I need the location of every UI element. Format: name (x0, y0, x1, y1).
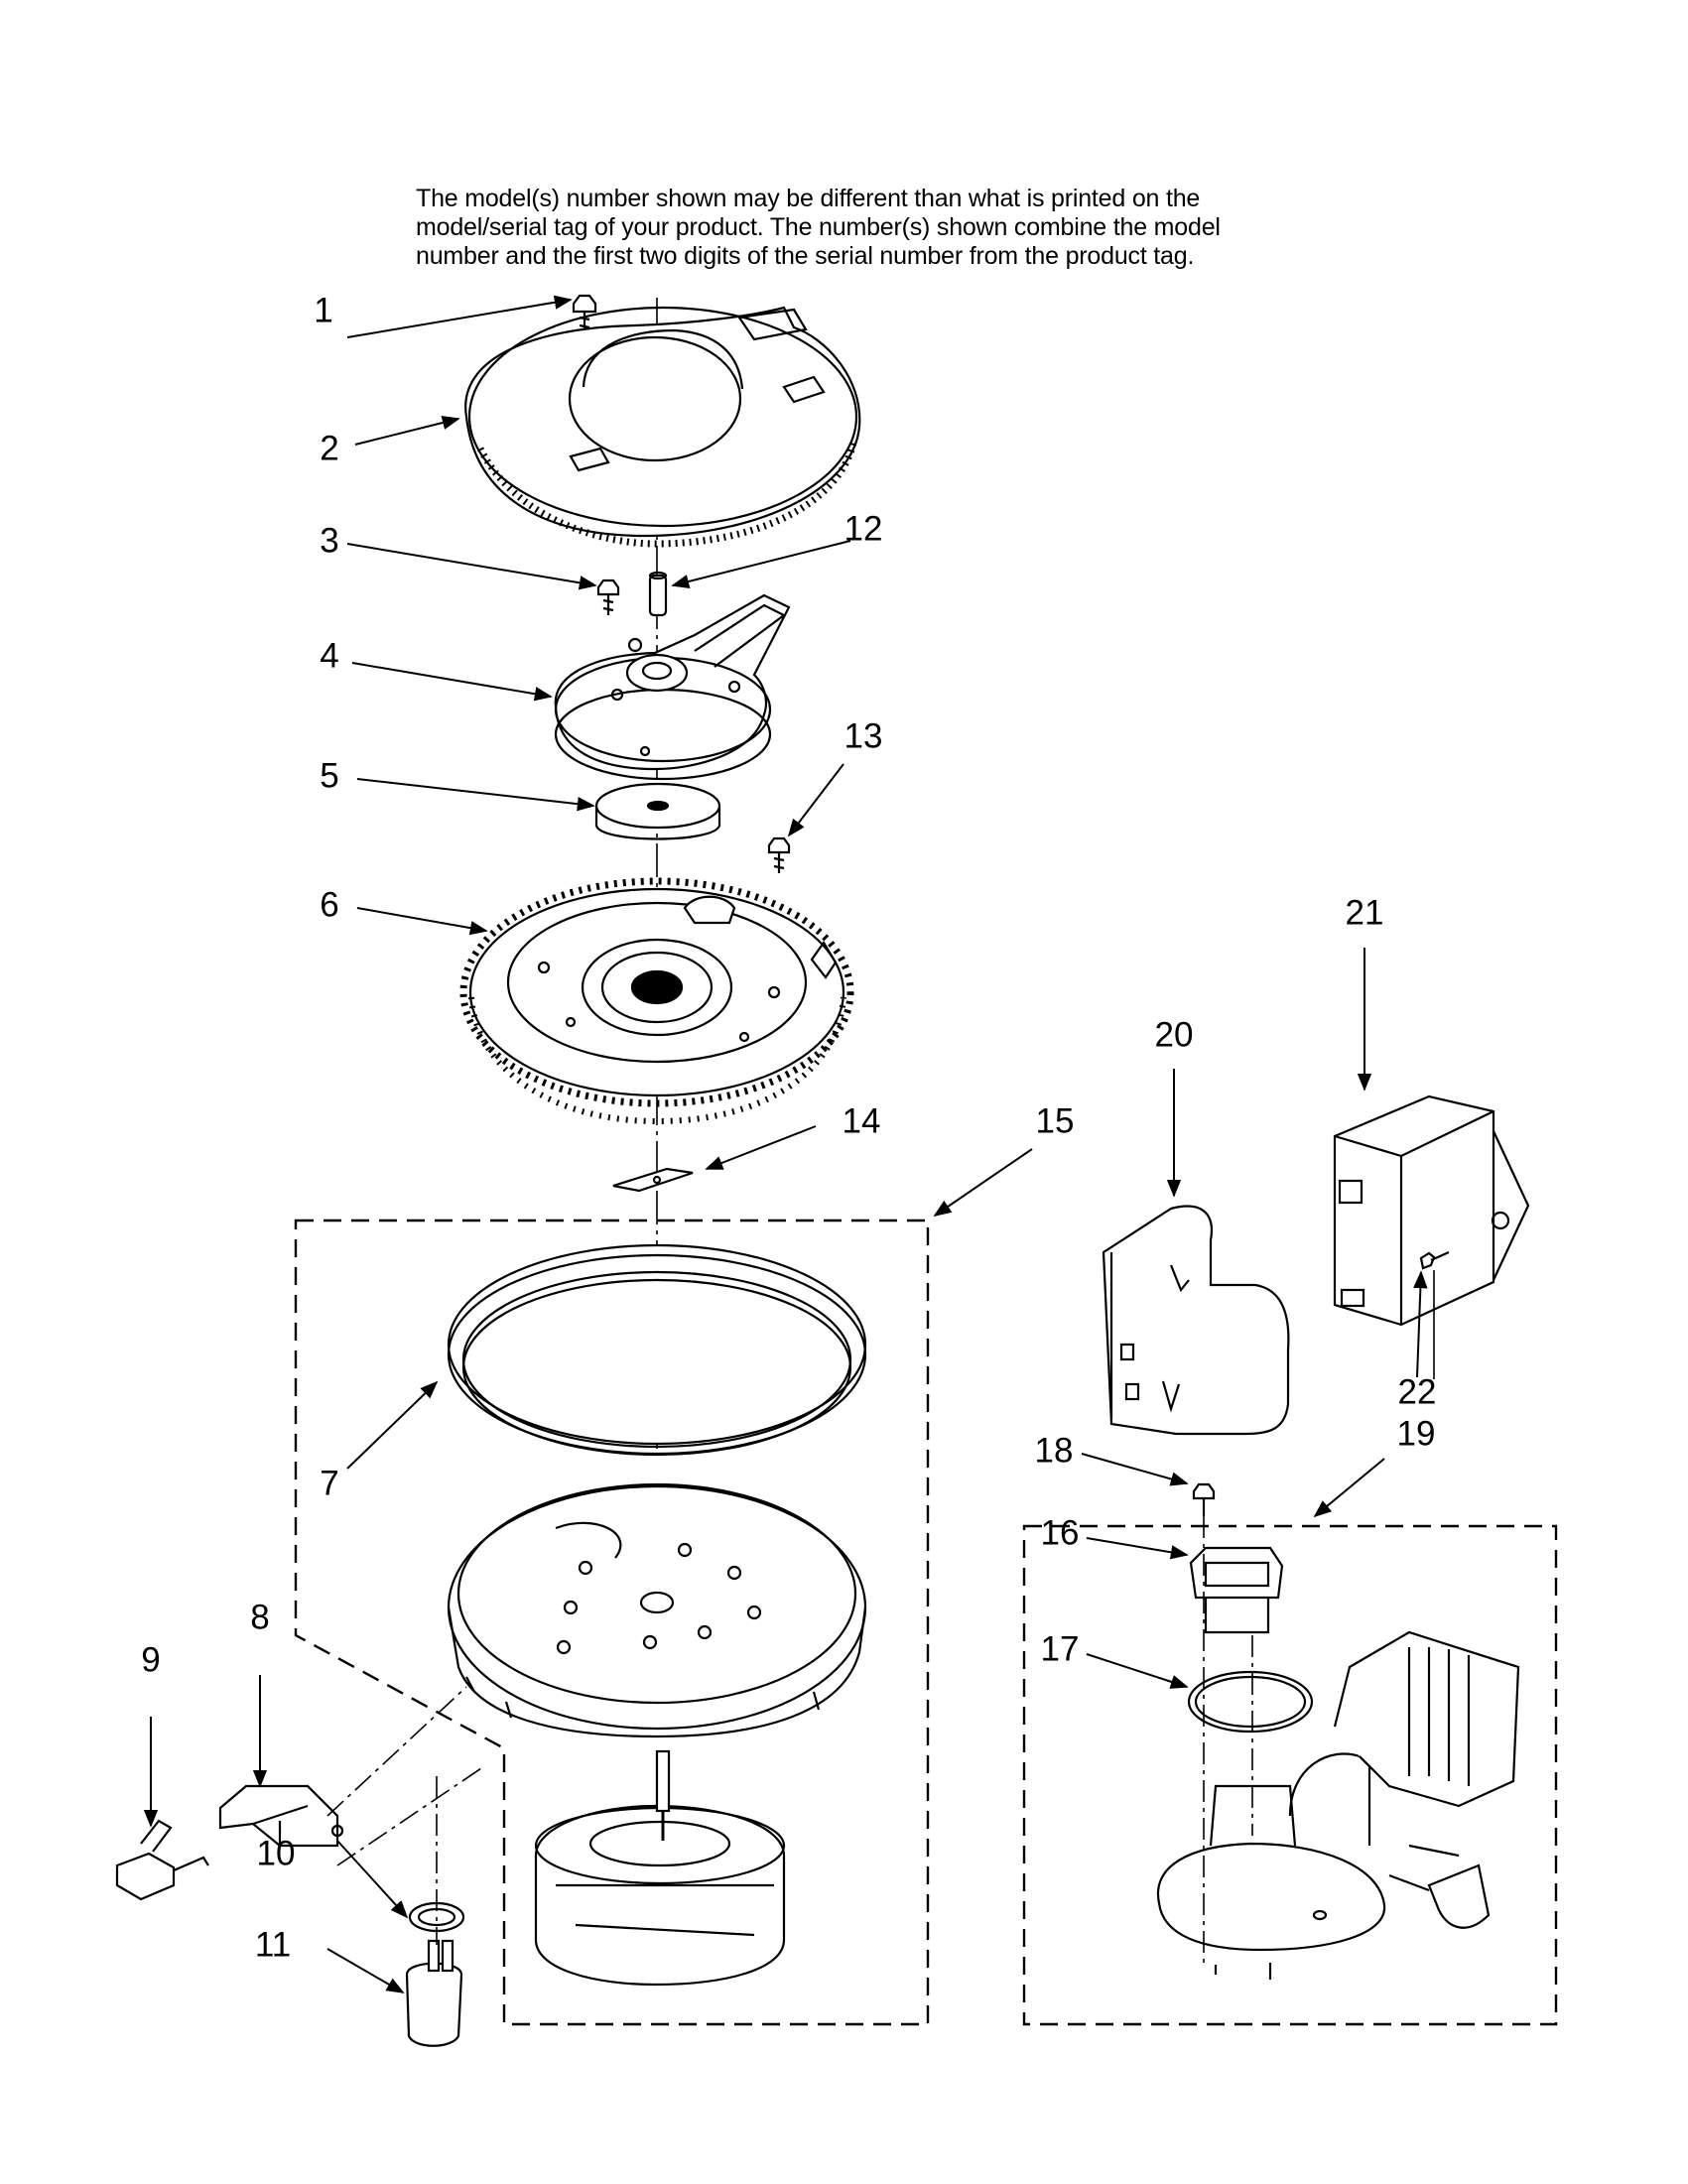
part-3-screw (596, 578, 620, 615)
part-2-filter-cover (464, 306, 861, 548)
callout-17: 17 (1040, 1629, 1080, 1669)
callout-13: 13 (844, 716, 883, 756)
part-5-impeller (594, 782, 721, 840)
note-line-2: model/serial tag of your product. The nu… (416, 213, 1221, 241)
callout-1: 1 (314, 291, 333, 330)
callout-22: 22 (1397, 1372, 1437, 1412)
callout-15: 15 (1035, 1101, 1075, 1141)
part-22-screw (1419, 1250, 1450, 1270)
part-15-group-outline (294, 1219, 930, 2026)
callout-4: 4 (320, 636, 339, 676)
part-21-box (1333, 1094, 1530, 1327)
part-14-clip (612, 1167, 694, 1193)
part-19-group-outline (1022, 1524, 1558, 2026)
callout-21: 21 (1345, 893, 1384, 933)
part-16-collar (1189, 1546, 1284, 1634)
part-15-sump (447, 1482, 867, 1738)
callout-8: 8 (250, 1598, 270, 1637)
callout-7: 7 (320, 1464, 339, 1503)
callout-20: 20 (1154, 1015, 1194, 1055)
model-number-note: The model(s) number shown may be differe… (416, 185, 1349, 271)
callout-12: 12 (844, 509, 883, 549)
part-12-pin (648, 571, 668, 617)
callout-19: 19 (1396, 1414, 1436, 1454)
callout-18: 18 (1034, 1431, 1074, 1471)
part-11-sensor (405, 1939, 463, 2047)
callout-3: 3 (320, 521, 339, 561)
part-6-lower-housing (459, 877, 854, 1125)
callout-11: 11 (254, 1925, 292, 1965)
callout-9: 9 (141, 1640, 161, 1680)
leader-lines (143, 295, 1428, 1993)
callout-10: 10 (256, 1834, 296, 1873)
part-13-screw (767, 836, 791, 873)
callout-6: 6 (320, 885, 339, 925)
callout-2: 2 (320, 429, 339, 468)
part-20-bracket (1102, 1205, 1290, 1436)
part-9-latch (115, 1819, 209, 1901)
note-line-3: number and the first two digits of the s… (416, 242, 1195, 270)
callout-16: 16 (1040, 1513, 1080, 1553)
callout-14: 14 (842, 1101, 881, 1141)
part-18-screw (1192, 1482, 1216, 1516)
callout-5: 5 (320, 756, 339, 796)
part-motor (534, 1749, 786, 1987)
note-line-1: The model(s) number shown may be differe… (416, 185, 1201, 212)
part-17-o-ring (1187, 1670, 1314, 1734)
part-7-seal-ring (447, 1243, 867, 1457)
part-4-pump-housing (554, 593, 791, 781)
